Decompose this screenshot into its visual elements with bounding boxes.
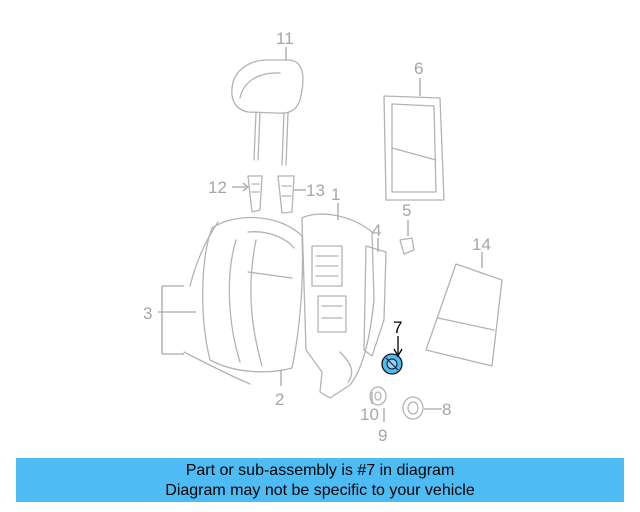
callout-4: 4 xyxy=(372,221,381,240)
knob-part-7 xyxy=(381,353,403,375)
callout-12: 12 xyxy=(208,178,227,197)
headrest-guide-part-13 xyxy=(277,175,295,214)
back-cover-part-14 xyxy=(425,263,503,367)
backrest-frame-part-1 xyxy=(301,213,375,399)
callout-6: 6 xyxy=(414,59,423,78)
callout-1: 1 xyxy=(331,185,340,204)
headrest-guide-part-12 xyxy=(247,175,263,213)
backrest-cushion-part-2 xyxy=(202,216,304,373)
rods-part-3 xyxy=(183,221,251,385)
callout-14: 14 xyxy=(472,235,491,254)
banner-line-disclaimer: Diagram may not be specific to your vehi… xyxy=(165,482,475,499)
panel-part-4 xyxy=(363,245,387,357)
washer-part-9 xyxy=(369,386,387,406)
callout-7: 7 xyxy=(393,318,402,337)
callout-10: 10 xyxy=(360,405,379,424)
clip-part-5 xyxy=(399,237,415,255)
callout-11: 11 xyxy=(276,29,294,48)
banner-line-part-number: Part or sub-assembly is #7 in diagram xyxy=(185,462,455,479)
knob-part-8 xyxy=(402,396,424,420)
callout-3: 3 xyxy=(143,304,152,323)
callout-8: 8 xyxy=(442,400,451,419)
callout-9: 9 xyxy=(378,426,387,445)
headrest-part-11 xyxy=(231,59,304,166)
info-banner: Part or sub-assembly is #7 in diagram Di… xyxy=(16,458,624,502)
callout-2: 2 xyxy=(275,390,284,409)
rear-panel-part-6 xyxy=(383,95,445,201)
callout-13: 13 xyxy=(306,181,325,200)
callout-5: 5 xyxy=(402,201,411,220)
